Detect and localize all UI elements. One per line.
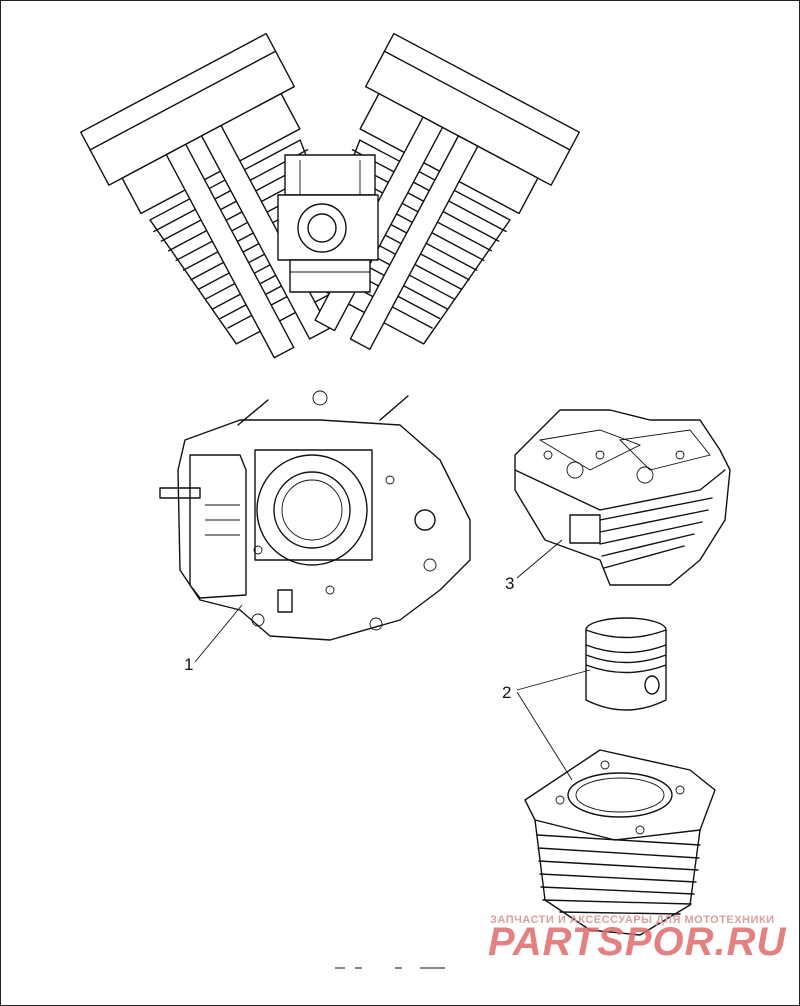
watermark-tagline: ЗАПЧАСТИ И АКСЕССУАРЫ ДЛЯ МОТОТЕХНИКИ [490,914,775,926]
callout-1: 1 [184,655,194,674]
leader-line-2a [516,669,591,691]
piston [585,617,667,711]
leader-line-1 [194,604,243,663]
engine-assembly [80,32,580,641]
leader-line-2b [516,691,573,781]
cylinder-head [514,409,731,586]
cylinder [524,749,716,936]
callout-3: 3 [505,574,515,593]
callout-2: 2 [502,683,512,702]
leader-line-3 [516,539,563,579]
watermark-logo: PARTSPOR.RU [488,920,787,964]
